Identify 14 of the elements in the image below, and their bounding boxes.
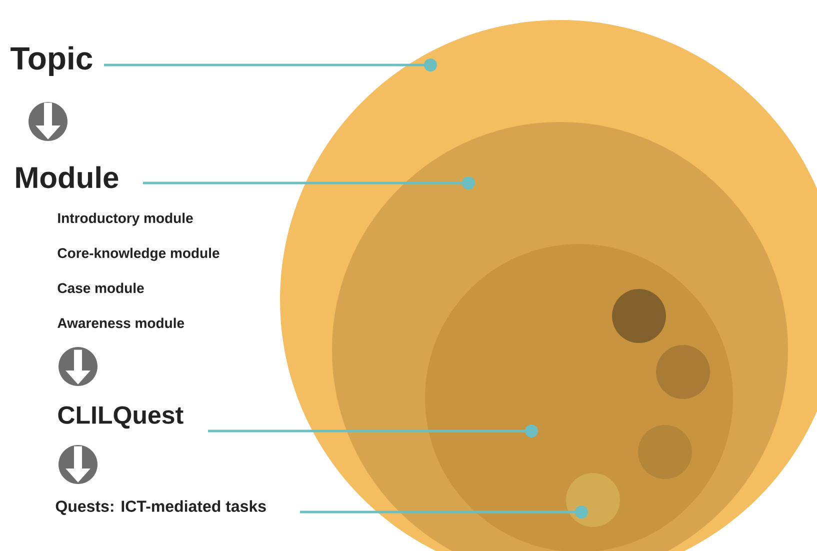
leader-line — [143, 176, 475, 190]
circle — [612, 289, 666, 343]
leader-line — [104, 58, 437, 72]
leader-line — [300, 506, 588, 518]
heading: Module Introductory module Core-knowledge module Case module Awareness module — [16, 166, 220, 328]
heading: CLILQuest — [58, 406, 184, 429]
heading: Quests: ICT-mediated tasks — [56, 500, 266, 515]
down-arrow-icon — [58, 445, 98, 484]
circle — [566, 473, 620, 527]
heading: Topic — [10, 46, 92, 76]
down-arrow-icon — [28, 102, 68, 141]
down-arrow-icon — [58, 347, 98, 386]
circle — [656, 345, 710, 399]
leader-line — [208, 424, 538, 438]
